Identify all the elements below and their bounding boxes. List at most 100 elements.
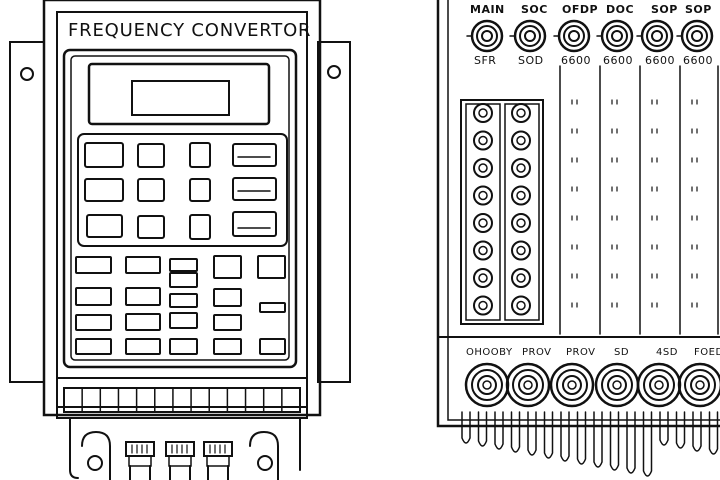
screw-terminal-right-3: [511, 185, 531, 206]
screw-terminal-left-6: [473, 268, 493, 288]
bottom-knob-core-5: [695, 380, 705, 390]
panel-sub-label-6600-4: 6600: [683, 54, 713, 67]
screw-terminal-left-core-0: [478, 108, 488, 118]
device-title: FREQUENCY CONVERTOR: [68, 20, 312, 41]
control-button-3-2: [169, 312, 198, 329]
right-mounting-flange: [317, 41, 351, 383]
left-mounting-flange: [9, 41, 45, 383]
control-button-2-2: [169, 293, 198, 308]
keypad-frame: [77, 133, 288, 247]
screw-terminal-right-0: [511, 103, 531, 123]
device-body: [42, 0, 322, 417]
hanging-wire-2: [494, 411, 504, 450]
keypad-key-1-1: [137, 178, 165, 202]
top-knob-ring-3: [606, 25, 628, 47]
top-knob-ring-5: [686, 25, 708, 47]
right-foot: [249, 431, 279, 480]
hanging-wire-13: [675, 411, 686, 449]
keypad-key-0-3: [232, 143, 277, 167]
screw-terminal-left-core-1: [478, 135, 488, 146]
hanging-wire-10: [626, 411, 636, 474]
screw-terminal-left-core-5: [478, 245, 488, 256]
bottom-knob-1: [505, 362, 551, 408]
top-knob-core-1: [524, 30, 536, 42]
panel-top-label-main: MAIN: [470, 3, 505, 16]
screw-terminal-left-7: [473, 295, 493, 316]
panel-sub-label-6600: 6600: [561, 54, 591, 67]
cable-connector-2: [203, 441, 233, 457]
control-button-1-4: [259, 302, 286, 313]
control-button-1-2: [169, 272, 198, 288]
control-button-4-0: [169, 338, 198, 355]
panel-sub-label-6600-2: 6600: [603, 54, 633, 67]
hanging-wire-15: [708, 411, 719, 455]
device-inner-body: [56, 11, 308, 408]
bottom-knob-5: [677, 362, 720, 408]
control-button-0-1: [125, 256, 161, 274]
panel-top-label-soc: SOC: [521, 3, 548, 16]
display-frame: [87, 62, 271, 126]
front-panel: [62, 48, 298, 369]
left-flange-hole: [20, 67, 34, 81]
hanging-wire-14: [692, 411, 702, 452]
top-knob-core-4: [651, 30, 663, 42]
right-flange-hole: [327, 65, 341, 79]
keypad-key-2-0: [86, 214, 123, 238]
keypad-key-0-2: [189, 142, 211, 168]
cable-connector-1: [165, 441, 195, 457]
control-button-0-4: [257, 255, 286, 279]
control-button-3-3: [213, 338, 242, 355]
control-button-0-2: [169, 258, 198, 272]
hanging-wire-4: [527, 411, 537, 456]
keypad-key-2-1: [137, 215, 165, 239]
screw-terminal-right-core-3: [516, 190, 526, 201]
terminal-strip-frame: [56, 377, 308, 419]
panel-sub-label-sod: SOD: [518, 54, 544, 67]
hanging-wire-12: [659, 411, 669, 446]
control-panel-frame: [436, 0, 720, 428]
panel-sub-label-sfr: SFR: [474, 54, 497, 67]
control-button-3-1: [125, 338, 161, 355]
screw-terminal-right-1: [511, 130, 531, 151]
bottom-knob-2: [549, 362, 595, 408]
keypad-key-0-0: [84, 142, 124, 168]
screw-terminal-left-core-6: [478, 273, 488, 283]
bottom-knob-core-1: [523, 380, 533, 390]
right-foot-hole: [257, 455, 273, 471]
screw-terminal-left-0: [473, 103, 493, 123]
screw-terminal-right-2: [511, 158, 531, 178]
display-screen: [131, 80, 230, 116]
control-button-2-0: [75, 314, 112, 331]
screw-terminal-right-4: [511, 213, 531, 233]
top-knob-core-2: [568, 30, 580, 42]
bottom-knob-inner-1: [518, 375, 538, 395]
panel-bottom-label-prov-2: PROV: [566, 347, 596, 358]
panel-top-label-doc: DOC: [606, 3, 635, 16]
terminal-strip: [63, 387, 301, 413]
top-knob-core-5: [691, 30, 703, 42]
screw-terminal-left-core-7: [478, 300, 488, 311]
top-knob-core-0: [481, 30, 493, 42]
screw-terminal-left-5: [473, 240, 493, 261]
bottom-knob-inner-3: [607, 375, 627, 395]
bottom-knob-core-0: [482, 380, 492, 390]
hanging-wire-8: [593, 411, 603, 468]
screw-terminal-right-core-1: [516, 135, 526, 146]
control-button-2-3: [213, 314, 242, 331]
top-knob-ring-0: [476, 25, 498, 47]
left-foot-hole: [87, 455, 103, 471]
bottom-knob-ring-5: [684, 369, 716, 401]
screw-terminal-left-2: [473, 158, 493, 178]
panel-bottom-label-prov: PROV: [522, 347, 552, 358]
screw-terminal-right-core-6: [516, 273, 526, 283]
bottom-knob-inner-0: [477, 375, 497, 395]
hanging-wire-11: [642, 411, 653, 477]
screw-terminal-left-1: [473, 130, 493, 151]
hanging-wire-9: [609, 411, 620, 471]
top-knob-ring-4: [646, 25, 668, 47]
control-button-1-1: [125, 287, 161, 306]
bottom-knob-ring-0: [471, 369, 503, 401]
left-foot: [81, 431, 111, 480]
screw-terminal-left-core-2: [478, 163, 488, 173]
screw-terminal-right-core-2: [516, 163, 526, 173]
